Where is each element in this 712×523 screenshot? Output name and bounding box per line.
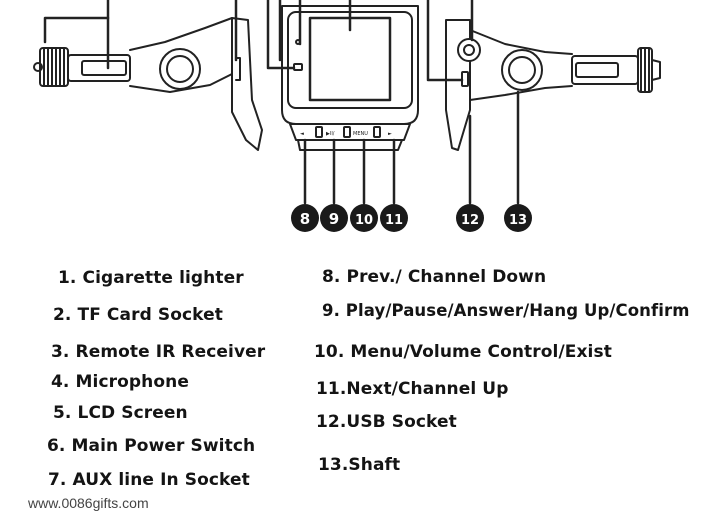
center-head-unit <box>281 5 419 151</box>
callout-8: 8 <box>291 204 319 232</box>
legend-item-tf-card-socket: 2. TF Card Socket <box>53 305 223 325</box>
legend-item-menu-volume: 10. Menu/Volume Control/Exist <box>314 342 612 362</box>
play-button-glyph: ▶II/ <box>326 131 335 137</box>
bottom-leader-lines <box>303 90 520 205</box>
legend-item-aux-line-in-socket: 7. AUX line In Socket <box>48 470 250 490</box>
device-diagram: ◄ ▶II/ MENU ► 8 9 10 11 12 13 <box>33 0 661 232</box>
callout-13: 13 <box>504 204 532 232</box>
svg-text:11: 11 <box>385 213 403 228</box>
legend-item-play-pause: 9. Play/Pause/Answer/Hang Up/Confirm <box>322 301 690 320</box>
legend-item-next-channel-up: 11.Next/Channel Up <box>316 379 509 399</box>
callout-9: 9 <box>320 204 348 232</box>
watermark: www.0086gifts.com <box>28 495 149 511</box>
svg-text:13: 13 <box>509 213 527 228</box>
right-lighter-plug <box>571 47 661 93</box>
left-arm <box>129 17 263 151</box>
right-arm <box>445 19 573 151</box>
menu-button-glyph: MENU <box>353 131 368 137</box>
legend-item-prev-channel-down: 8. Prev./ Channel Down <box>322 267 547 287</box>
legend-item-lcd-screen: 5. LCD Screen <box>53 403 188 423</box>
top-leader-lines <box>43 0 474 82</box>
callout-10: 10 <box>350 204 378 232</box>
callout-12: 12 <box>456 204 484 232</box>
svg-text:12: 12 <box>461 213 479 228</box>
legend-item-usb-socket: 12.USB Socket <box>316 412 457 432</box>
legend-item-main-power-switch: 6. Main Power Switch <box>47 436 256 456</box>
legend-item-remote-ir-receiver: 3. Remote IR Receiver <box>51 342 266 362</box>
left-lighter-plug <box>33 47 131 87</box>
svg-text:10: 10 <box>355 213 373 228</box>
svg-text:8: 8 <box>300 210 310 228</box>
legend-item-shaft: 13.Shaft <box>318 455 401 475</box>
legend-item-cigarette-lighter: 1. Cigarette lighter <box>58 268 244 288</box>
legend-item-microphone: 4. Microphone <box>51 372 189 392</box>
next-button-glyph: ► <box>388 131 392 137</box>
prev-button-glyph: ◄ <box>300 131 304 137</box>
callout-11: 11 <box>380 204 408 232</box>
svg-text:9: 9 <box>329 210 339 228</box>
